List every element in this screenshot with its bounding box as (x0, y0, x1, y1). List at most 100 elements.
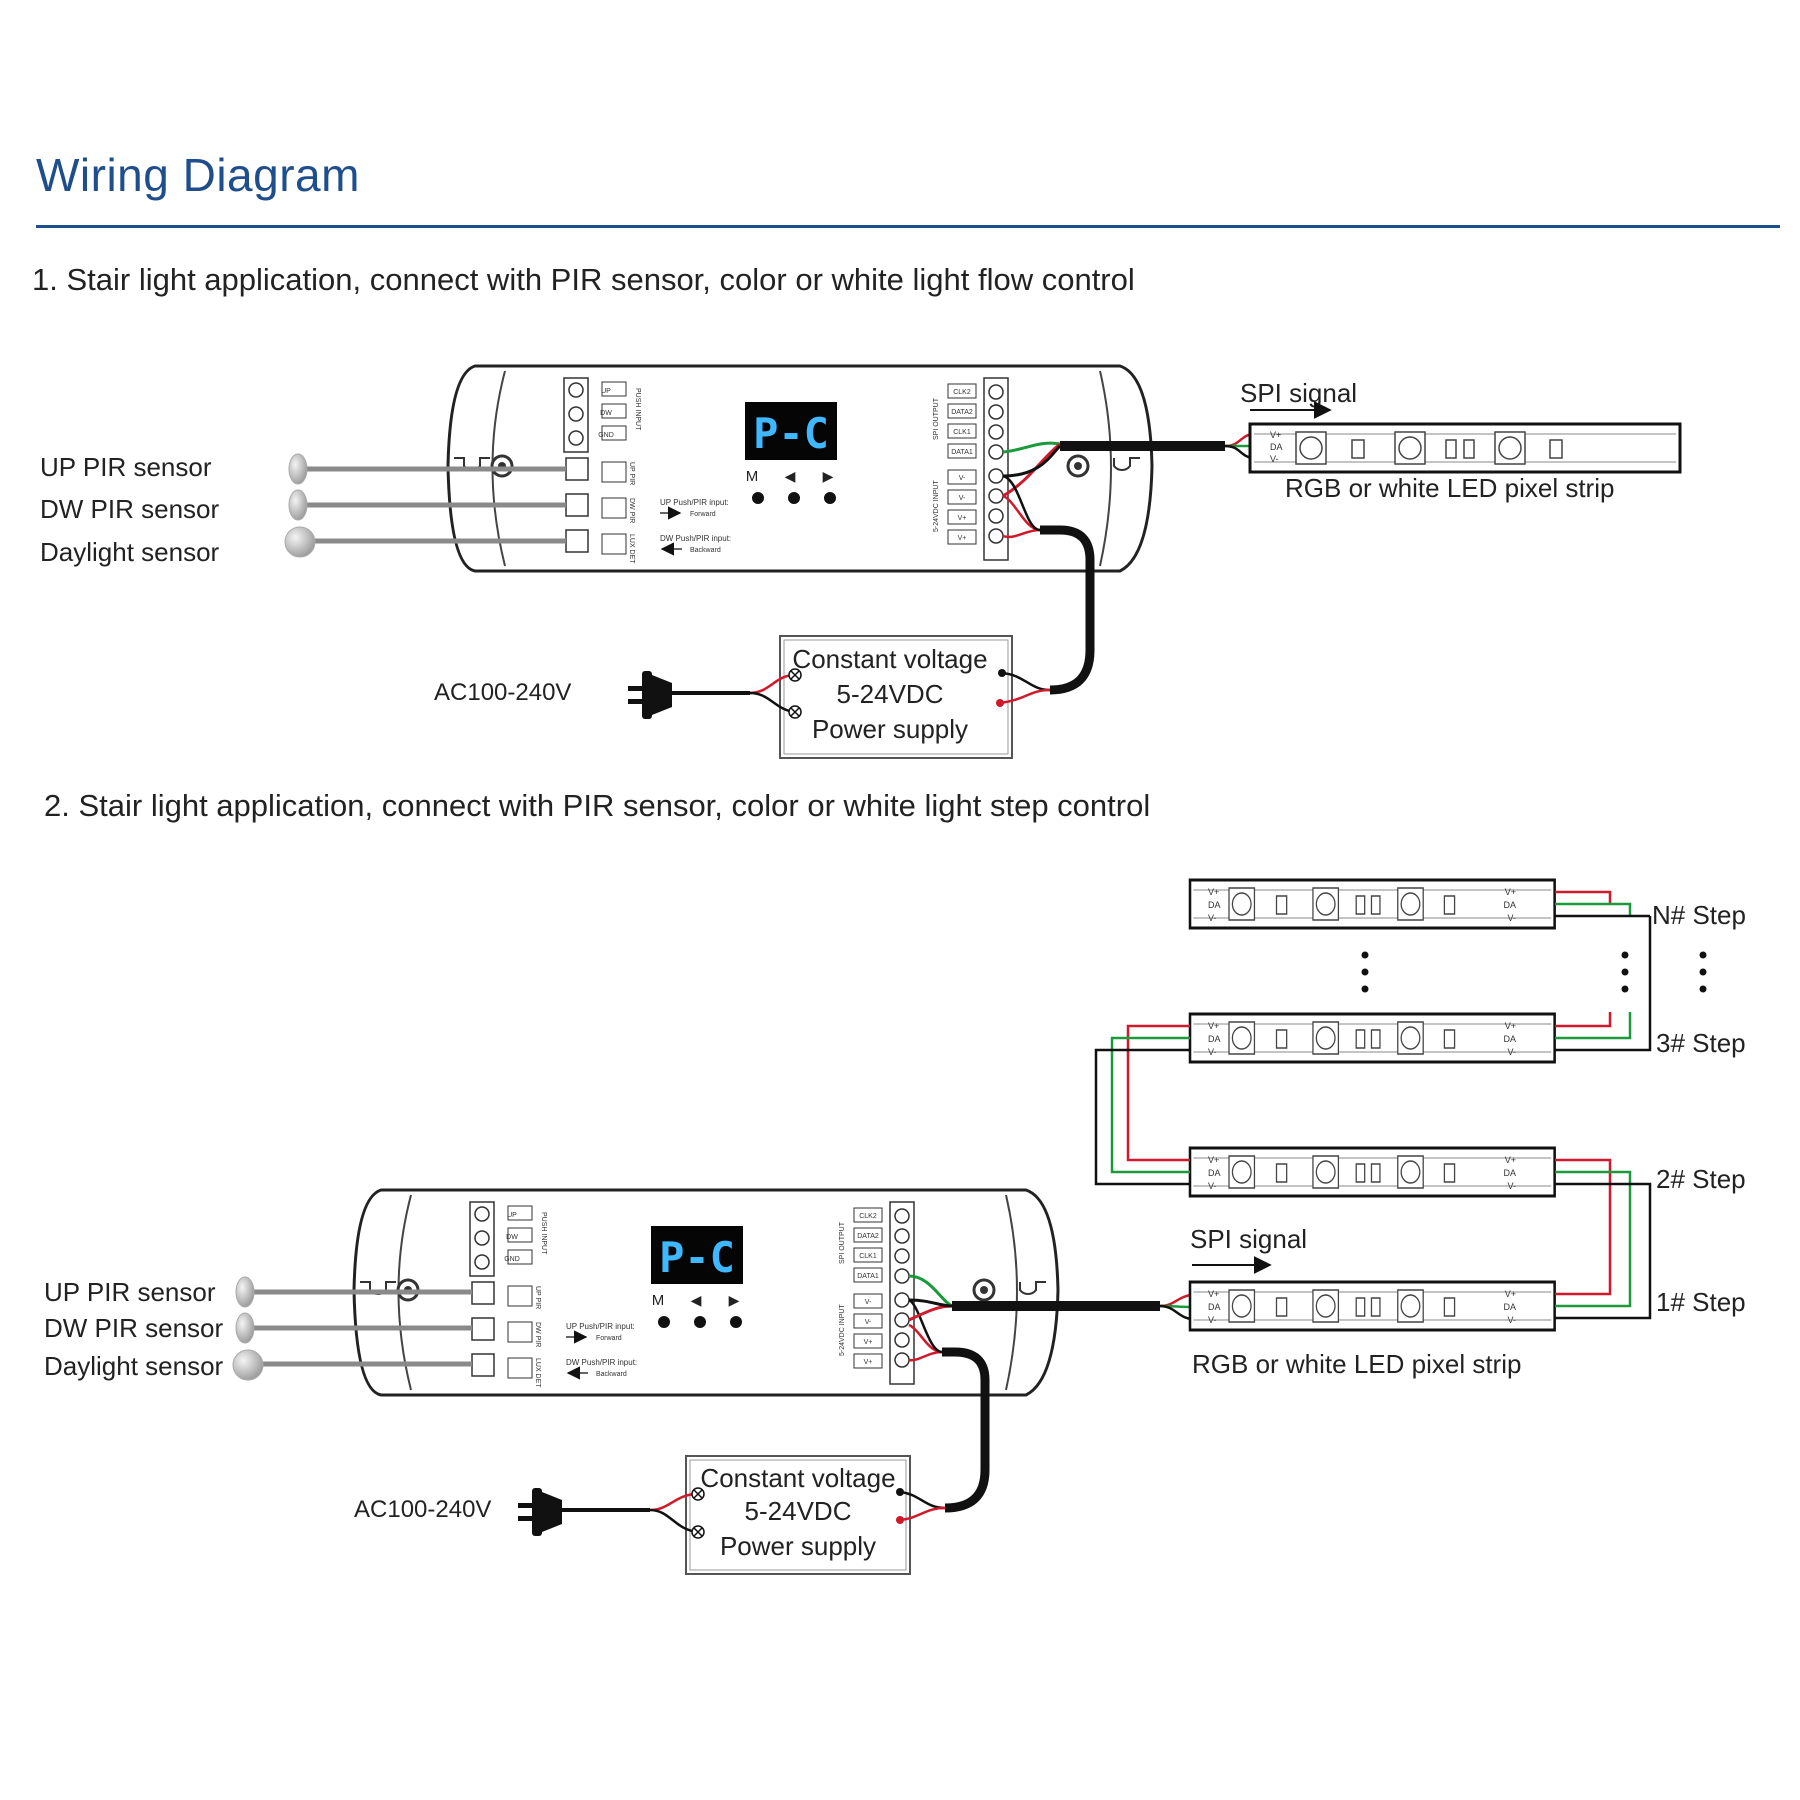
power-pin-3-2: V+ (864, 1339, 873, 1346)
backward-label: Backward (690, 547, 721, 554)
power-pin-4-2: V+ (864, 1359, 873, 1366)
push-label-dw-2: DW (506, 1234, 518, 1241)
power-pin-4: V+ (958, 535, 967, 542)
dw-pir-sensor-icon-2 (235, 1312, 255, 1344)
push-label-gnd: GND (598, 432, 614, 439)
spi-signal-label-1: SPI signal (1240, 378, 1357, 408)
section1-heading: 1. Stair light application, connect with… (32, 262, 1135, 297)
display-readout-2: P-C (659, 1233, 735, 1282)
continuation-dots (1361, 951, 1707, 993)
terminal-label-up-pir: UP PIR (628, 462, 635, 485)
power-input-group: 5-24VDC INPUT (933, 480, 940, 532)
backward-label-2: Backward (596, 1371, 627, 1378)
strip-step-3 (1188, 1012, 1557, 1064)
page-title: Wiring Diagram (36, 149, 360, 201)
spi-pin-clk1-2: CLK1 (859, 1253, 877, 1260)
pin-n-r-vminus: V- (1507, 913, 1516, 923)
strip-step-n (1188, 878, 1557, 930)
power-supply-1: Constant voltage 5-24VDC Power supply AC… (434, 474, 1095, 759)
up-pir-sensor-icon-2 (235, 1276, 255, 1308)
power-pin-3: V+ (958, 515, 967, 522)
title-rule (36, 225, 1780, 228)
up-input-label: UP Push/PIR input: (660, 498, 729, 507)
pin-2-l-vplus: V+ (1208, 1155, 1219, 1165)
push-group-label-2: PUSH INPUT (540, 1212, 547, 1255)
step-strips: V+ DA V- V+ DA V- V+ DA V- V+ DA V- V+ D… (1094, 878, 1746, 1332)
dw-input-label-2: DW Push/PIR input: (566, 1358, 637, 1367)
pin-n-r-vplus: V+ (1505, 887, 1516, 897)
display-readout: P-C (753, 409, 829, 458)
step-label-2: 2# Step (1656, 1164, 1746, 1194)
button-label-left-2: ◀ (691, 1292, 702, 1308)
spi-pin-clk2-2: CLK2 (859, 1213, 877, 1220)
psu2-line-2: 5-24VDC (745, 1496, 852, 1526)
ac-label-1: AC100-240V (434, 679, 571, 706)
spi-pin-clk2: CLK2 (953, 389, 971, 396)
power-pin-2-2: V- (865, 1319, 872, 1326)
psu2-line-3: Power supply (720, 1531, 876, 1561)
spi-pin-data2-2: DATA2 (857, 1233, 879, 1240)
power-pin-2: V- (959, 495, 966, 502)
pin-n-l-vplus: V+ (1208, 887, 1219, 897)
up-pir-sensor-icon (288, 453, 308, 485)
power-pin-1: V- (959, 475, 966, 482)
spi-output-2: SPI signal RGB or white LED pixel strip (908, 1224, 1521, 1379)
step-label-n: N# Step (1652, 900, 1746, 930)
spi-pin-data1: DATA1 (951, 449, 973, 456)
button-label-right-2: ▶ (729, 1292, 740, 1308)
spi-output-1: V+ DA V- SPI signal RGB or white LED pix… (1002, 378, 1682, 503)
power-input-group-2: 5-24VDC INPUT (839, 1304, 846, 1356)
strip-label-2: RGB or white LED pixel strip (1192, 1349, 1521, 1379)
strip-pin-da: DA (1270, 442, 1283, 452)
controller-2-labels: UP DW GND PUSH INPUT UP PIR DW PIR LUX D… (504, 1212, 879, 1388)
spi-output-group-2: SPI OUTPUT (839, 1221, 846, 1264)
pin-2-l-da: DA (1208, 1168, 1221, 1178)
sensor-label-daylight: Daylight sensor (40, 537, 220, 567)
terminal-label-dw-pir: DW PIR (628, 498, 635, 523)
psu-line-2: 5-24VDC (837, 679, 944, 709)
spi-output-group: SPI OUTPUT (933, 397, 940, 440)
terminal-label-up-pir-2: UP PIR (534, 1286, 541, 1309)
power-supply-2: Constant voltage 5-24VDC Power supply AC… (354, 1298, 990, 1575)
section2-diagram: UP DW GND PUSH INPUT UP PIR DW PIR LUX D… (44, 878, 1746, 1575)
terminal-label-lux-det: LUX DET (628, 534, 635, 564)
spi-pin-data1-2: DATA1 (857, 1273, 879, 1280)
controller-1-labels: UP DW GND PUSH INPUT UP PIR DW PIR LUX D… (598, 388, 973, 564)
pin-3-l-da: DA (1208, 1034, 1221, 1044)
strip-step-1 (1188, 1280, 1557, 1332)
pin-3-r-vminus: V- (1507, 1047, 1516, 1057)
pin-3-r-da: DA (1503, 1034, 1516, 1044)
sensors-2: UP PIR sensor DW PIR sensor Daylight sen… (44, 1276, 472, 1381)
up-input-label-2: UP Push/PIR input: (566, 1322, 635, 1331)
strip-label-1: RGB or white LED pixel strip (1285, 473, 1614, 503)
sensors-1: UP PIR sensor DW PIR sensor Daylight sen… (40, 452, 566, 567)
pin-1-l-vminus: V- (1208, 1315, 1217, 1325)
terminal-label-dw-pir-2: DW PIR (534, 1322, 541, 1347)
psu2-line-1: Constant voltage (700, 1463, 895, 1493)
forward-label-2: Forward (596, 1335, 622, 1342)
step-label-3: 3# Step (1656, 1028, 1746, 1058)
pin-n-l-vminus: V- (1208, 913, 1217, 923)
pin-1-r-vplus: V+ (1505, 1289, 1516, 1299)
pin-3-l-vminus: V- (1208, 1047, 1217, 1057)
push-group-label: PUSH INPUT (634, 388, 641, 431)
dw-pir-sensor-icon (288, 489, 308, 521)
section2-heading: 2. Stair light application, connect with… (44, 788, 1151, 823)
pin-2-r-da: DA (1503, 1168, 1516, 1178)
strip-step-2 (1188, 1146, 1557, 1198)
pin-n-l-da: DA (1208, 900, 1221, 910)
sensor-label-dw-pir: DW PIR sensor (40, 494, 219, 524)
power-pin-1-2: V- (865, 1299, 872, 1306)
sensor-label-daylight-2: Daylight sensor (44, 1351, 224, 1381)
pin-1-l-vplus: V+ (1208, 1289, 1219, 1299)
terminal-label-lux-det-2: LUX DET (534, 1358, 541, 1388)
sensor-label-up-pir: UP PIR sensor (40, 452, 212, 482)
psu-line-3: Power supply (812, 714, 968, 744)
pin-3-l-vplus: V+ (1208, 1021, 1219, 1031)
strip-pin-vminus: V- (1270, 454, 1279, 464)
strip-pin-vplus: V+ (1270, 430, 1281, 440)
button-label-m-2: M (652, 1292, 665, 1309)
forward-label: Forward (690, 511, 716, 518)
push-label-dw: DW (600, 410, 612, 417)
push-label-up: UP (601, 388, 611, 395)
